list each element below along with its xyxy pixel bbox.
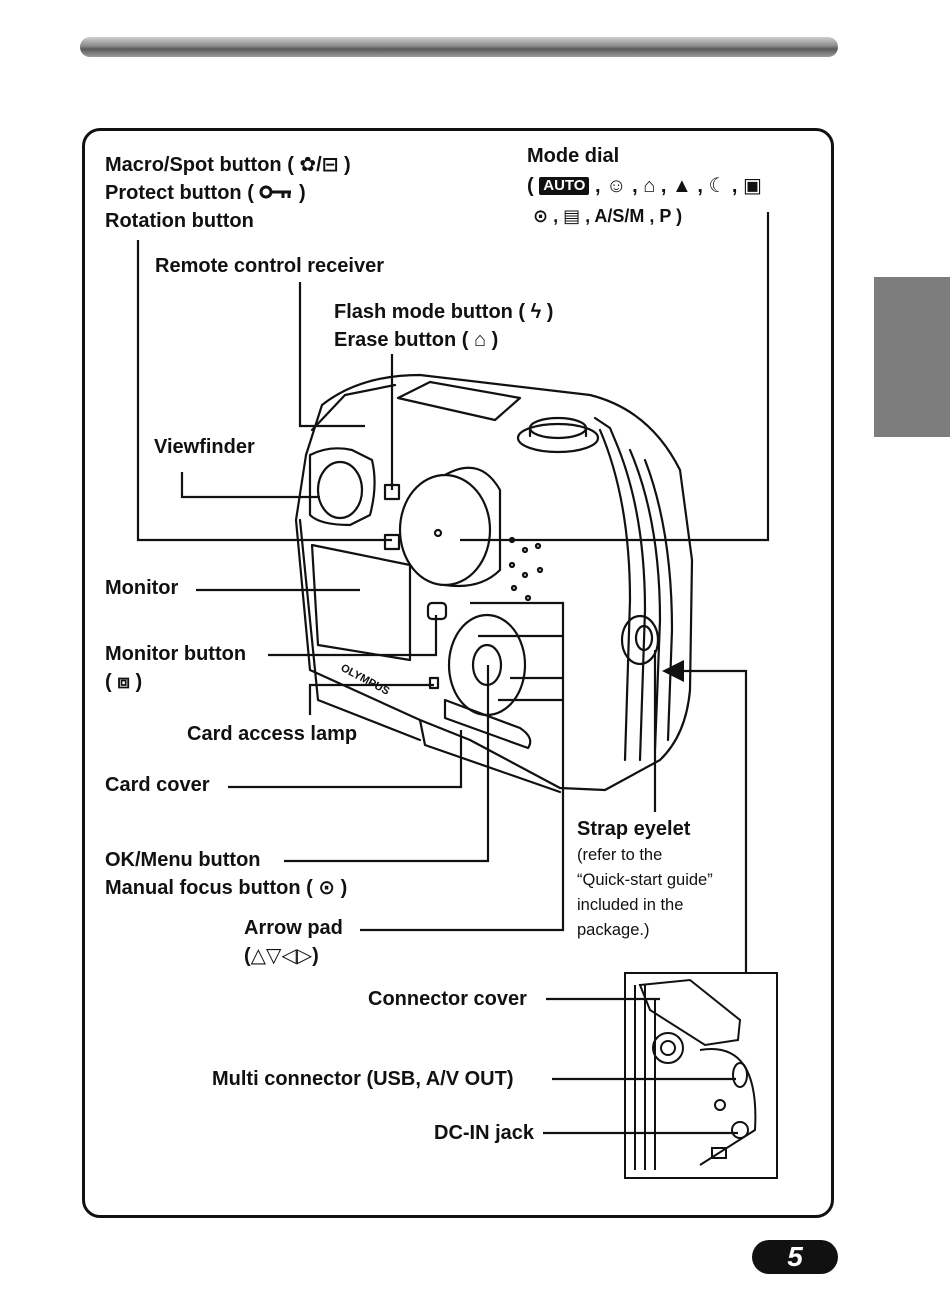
arrow-head bbox=[662, 660, 684, 682]
label-monitor-button: Monitor button bbox=[105, 643, 247, 665]
diagram-frame bbox=[82, 128, 834, 1218]
strap-note-4: package.) bbox=[577, 921, 650, 939]
label-multi-connector: Multi connector (USB, A/V OUT) bbox=[212, 1068, 514, 1090]
label-ok-menu: OK/Menu button bbox=[105, 849, 261, 871]
svg-text:OLYMPUS: OLYMPUS bbox=[339, 662, 392, 698]
label-protect-tail: ) bbox=[299, 182, 306, 204]
label-flash: Flash mode button ( ϟ ) bbox=[334, 301, 554, 323]
label-macro-spot: Macro/Spot button ( ✿/⊟ ) bbox=[105, 154, 351, 176]
connector-inset bbox=[624, 972, 778, 1179]
label-protect-text: Protect button ( bbox=[105, 182, 254, 204]
header-bar bbox=[80, 37, 838, 57]
label-card-cover: Card cover bbox=[105, 774, 210, 796]
strap-note-1: (refer to the bbox=[577, 846, 663, 864]
shutter-button bbox=[516, 422, 600, 454]
label-manual-focus: Manual focus button ( ⊙ ) bbox=[105, 877, 348, 899]
camera-body bbox=[294, 373, 694, 792]
strap-note-2: “Quick-start guide” bbox=[577, 871, 713, 889]
monitor-screen bbox=[310, 543, 412, 662]
strap-eyelet bbox=[620, 614, 660, 666]
arrow-pad-icons: (△▽◁▷) bbox=[244, 945, 319, 967]
top-panel bbox=[396, 380, 522, 422]
label-card-lamp: Card access lamp bbox=[187, 723, 358, 745]
label-connector-cover: Connector cover bbox=[368, 988, 527, 1010]
mode-dial bbox=[398, 473, 492, 587]
label-erase: Erase button ( ⌂ ) bbox=[334, 329, 499, 351]
label-strap: Strap eyelet bbox=[577, 818, 691, 840]
label-rotation: Rotation button bbox=[105, 210, 254, 232]
mode-open: ( bbox=[527, 175, 534, 197]
label-monitor: Monitor bbox=[105, 577, 179, 599]
label-mode-dial: Mode dial bbox=[527, 145, 620, 167]
monitor-button-icon: ( ⧈ ) bbox=[105, 671, 143, 693]
auto-mode-icon: AUTO bbox=[539, 177, 590, 195]
card-slot bbox=[443, 698, 532, 750]
label-remote: Remote control receiver bbox=[155, 255, 384, 277]
label-arrow-pad: Arrow pad bbox=[244, 917, 343, 939]
strap-note-3: included in the bbox=[577, 896, 684, 914]
label-protect: Protect button ( ) bbox=[105, 179, 306, 207]
mode-symbols-rest: , ☺ , ⌂ , ▲ , ☾ , ▣ bbox=[595, 175, 762, 197]
label-dc-in: DC-IN jack bbox=[434, 1122, 535, 1144]
viewfinder-eyepiece bbox=[308, 447, 376, 527]
key-icon bbox=[259, 179, 293, 207]
page-number: 5 bbox=[752, 1240, 838, 1274]
label-viewfinder: Viewfinder bbox=[154, 436, 255, 458]
mode-dial-symbols-1: ( AUTO , ☺ , ⌂ , ▲ , ☾ , ▣ bbox=[527, 172, 762, 200]
chapter-tab bbox=[874, 277, 950, 437]
mode-dial-symbols-2: ⊙ , ▤ , A/S/M , P ) bbox=[533, 206, 683, 226]
